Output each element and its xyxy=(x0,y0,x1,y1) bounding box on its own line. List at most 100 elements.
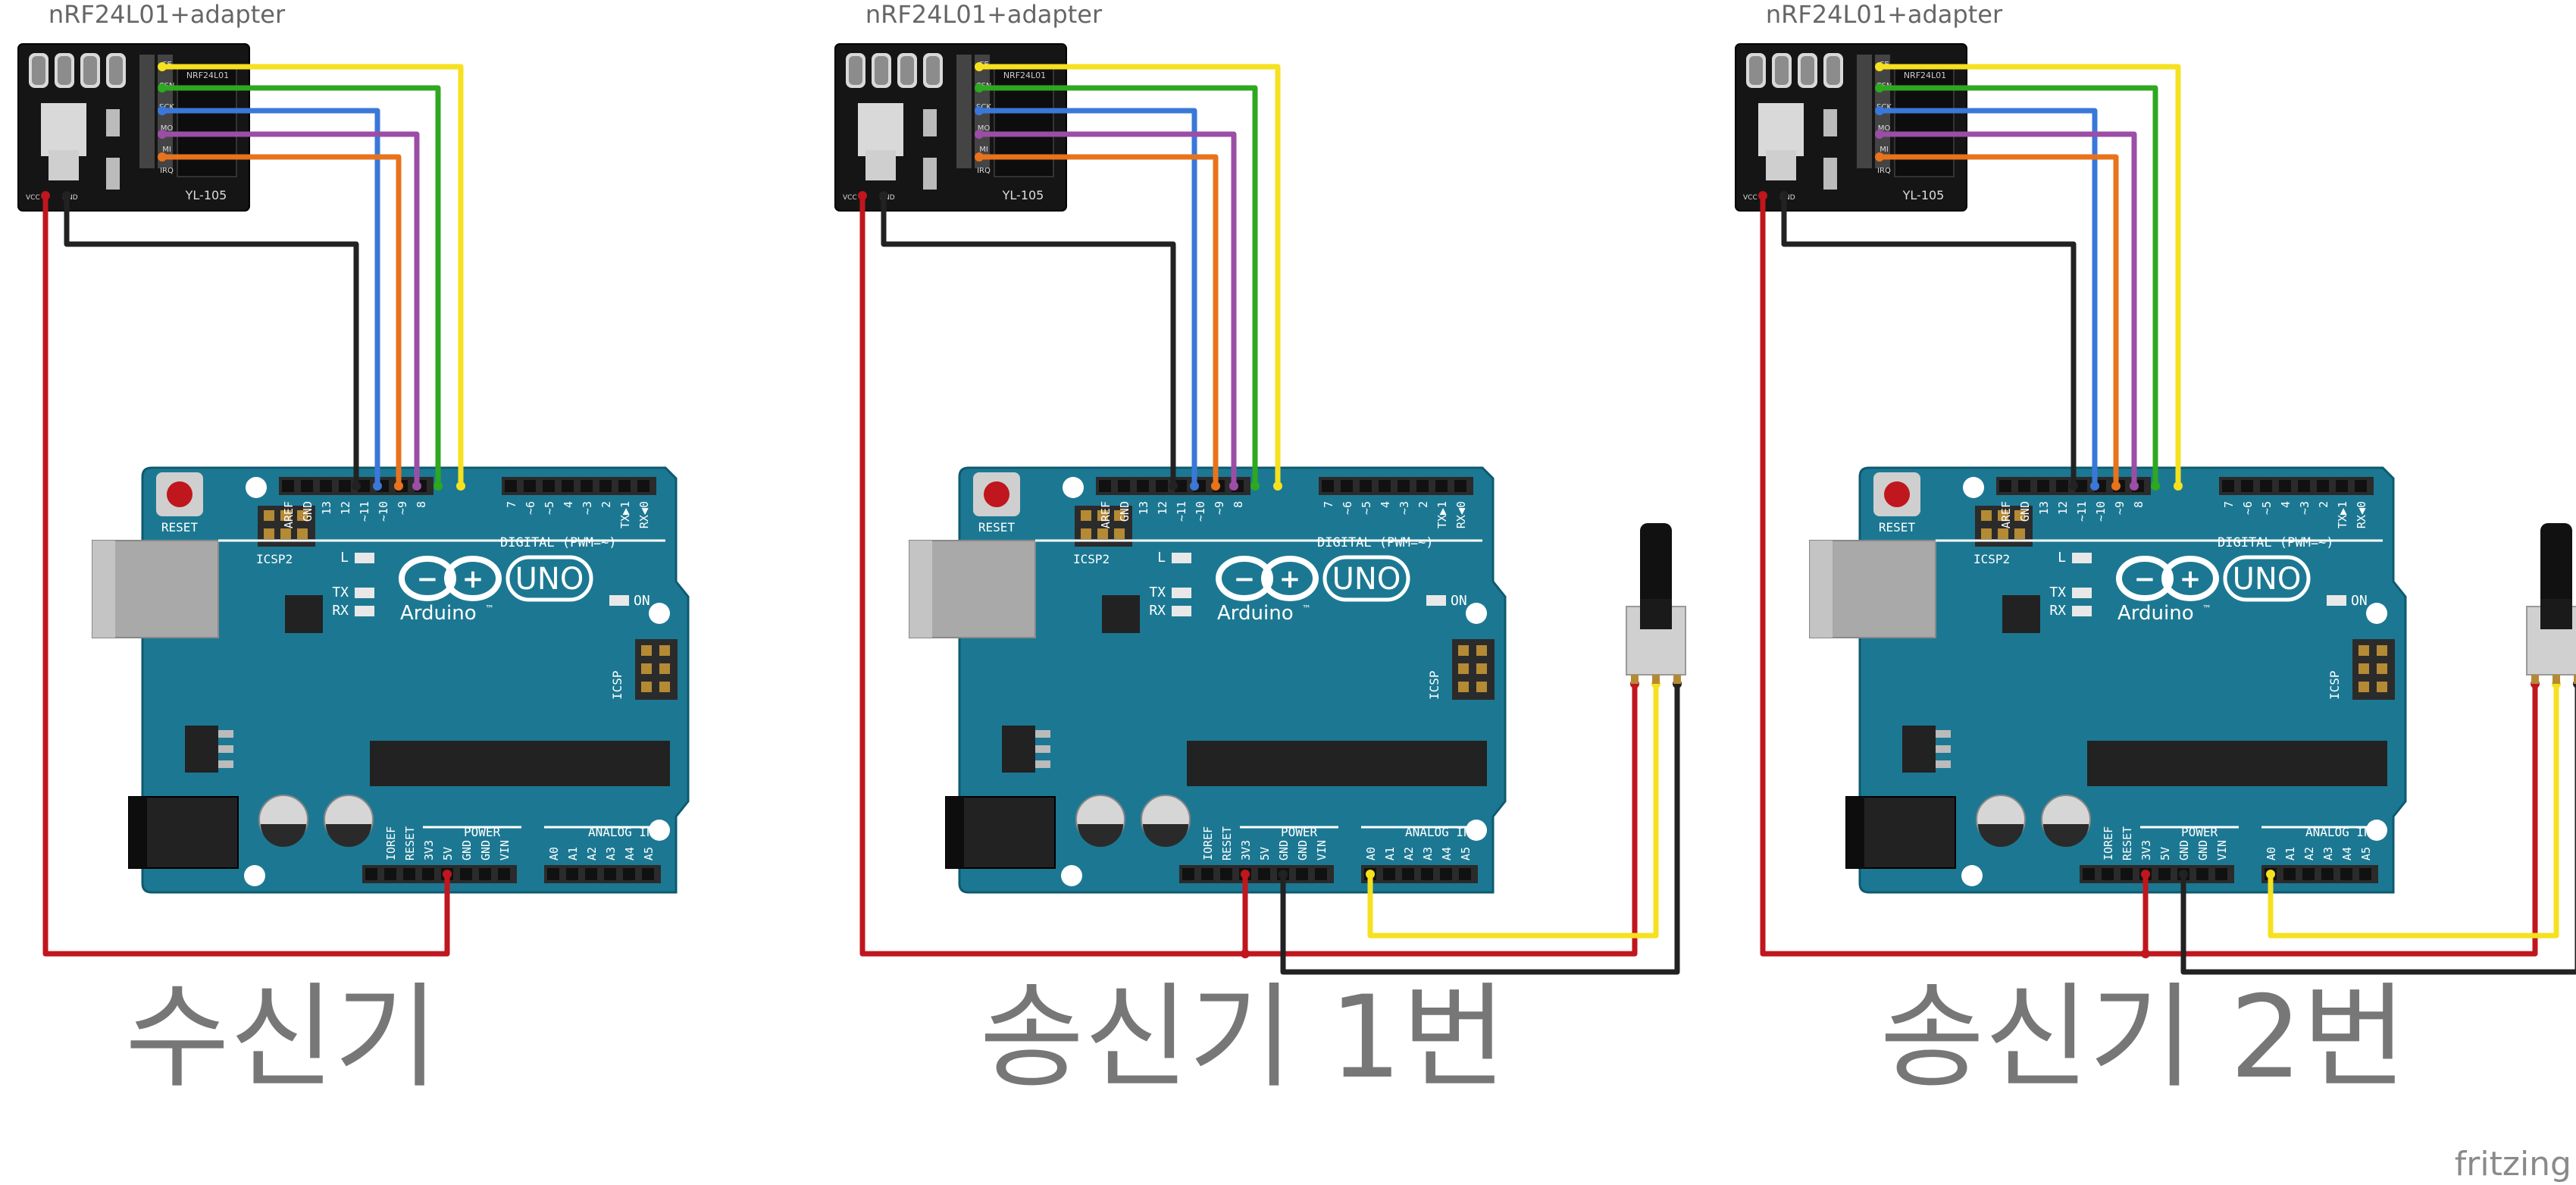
adapter-bottom-pin-label: VCC xyxy=(1743,194,1758,202)
capacitor-band xyxy=(326,824,371,847)
led-led_rx xyxy=(1172,606,1191,616)
wire-pot-gnd xyxy=(2180,682,2576,975)
arduino-logo-left xyxy=(2116,556,2174,601)
mounting-hole xyxy=(246,477,267,498)
digital-pin-socket xyxy=(1322,480,1334,492)
wire-mosi-end xyxy=(158,130,167,139)
adapter-model: YL-105 xyxy=(1002,188,1044,202)
wire-pot-vcc-end xyxy=(1241,949,1250,958)
wire-pot-gnd-end xyxy=(1279,870,1288,879)
icsp-pin xyxy=(1476,663,1487,674)
digital-pin-label: ~9 xyxy=(2113,501,2127,515)
wire-ce-end xyxy=(1875,62,1884,71)
wire-vcc-end xyxy=(2141,870,2150,879)
wires xyxy=(41,62,465,957)
digital-pin-label: ~3 xyxy=(1398,501,1411,515)
digital-pin-label: 7 xyxy=(2222,501,2236,508)
analog-pin-label: A2 xyxy=(1402,847,1416,861)
digital-pin-label: 8 xyxy=(2132,501,2146,508)
digital-pin-socket xyxy=(599,480,612,492)
analog-pin-label: A0 xyxy=(547,847,561,861)
power-pin-label: GND xyxy=(479,840,493,861)
reset-button-cap xyxy=(984,481,1009,507)
power-pin-socket xyxy=(460,868,472,880)
wire-mosi xyxy=(159,131,420,489)
digital-pin-socket xyxy=(1435,480,1448,492)
reset-label: RESET xyxy=(978,520,1016,535)
icsp2-pin xyxy=(280,528,291,539)
icsp2-label: ICSP2 xyxy=(256,552,293,566)
capacitor-band xyxy=(1978,824,2024,847)
icsp-pin xyxy=(641,663,652,674)
analog-label: ANALOG IN xyxy=(2305,825,2371,839)
digital-label: DIGITAL (PWM=~) xyxy=(1317,535,1434,550)
module-2: nRF24L01+adapterYL-105NRF24L01CECSNSCKMO… xyxy=(834,0,1686,1104)
minus-icon: − xyxy=(417,564,439,594)
digital-pin-label: 2 xyxy=(2317,501,2330,508)
icsp2-pin xyxy=(1097,528,1108,539)
digital-pin-label: GND xyxy=(1118,501,1131,522)
led-on xyxy=(2327,595,2346,606)
arduino-logo-left xyxy=(1216,556,1273,601)
adapter-label: nRF24L01+adapter xyxy=(1766,0,2003,29)
mounting-hole xyxy=(1963,477,1984,498)
digital-pin-socket xyxy=(1379,480,1391,492)
adapter-label: nRF24L01+adapter xyxy=(865,0,1103,29)
digital-pin-label: ~10 xyxy=(377,501,390,522)
modules-layer: nRF24L01+adapterYL-105NRF24L01CECSNSCKMO… xyxy=(17,0,2576,1104)
digital-pin-label: 4 xyxy=(562,501,575,508)
wires xyxy=(1758,62,2576,975)
adapter-pin-label: IRQ xyxy=(977,167,991,175)
led-label: L xyxy=(1157,550,1166,566)
regulator-pin xyxy=(218,760,233,768)
wire-miso-end xyxy=(1211,481,1220,491)
adapter-bottom-pin-label: VCC xyxy=(26,194,40,202)
capacitor-band xyxy=(2043,824,2089,847)
wire-miso-end xyxy=(975,152,984,161)
analog-header xyxy=(1361,865,1478,883)
wire-gnd-adapter xyxy=(64,193,359,489)
digital-pin-label: 12 xyxy=(339,501,352,515)
adapter-chip: NRF24L01 xyxy=(186,71,229,80)
plus-icon: + xyxy=(2180,564,2202,594)
power-pin-socket xyxy=(2158,868,2171,880)
digital-pin-socket xyxy=(2336,480,2348,492)
led-on xyxy=(609,595,629,606)
power-pin-socket xyxy=(2196,868,2208,880)
analog-pin-socket xyxy=(2359,868,2371,880)
analog-label: ANALOG IN xyxy=(588,825,654,839)
analog-pin-socket xyxy=(547,868,559,880)
wire-csn-end xyxy=(434,481,443,491)
digital-pin-label: 7 xyxy=(505,501,518,508)
led-on xyxy=(1426,595,1446,606)
wire-miso-end xyxy=(1875,152,1884,161)
power-label: POWER xyxy=(2181,825,2218,839)
digital-pin-socket xyxy=(505,480,517,492)
icsp-pin xyxy=(2358,645,2369,656)
wire-vcc-end xyxy=(1241,870,1250,879)
wire-ce xyxy=(1876,64,2181,489)
wire-gnd-adapter-end xyxy=(1779,191,1789,200)
wire-mosi-end xyxy=(412,481,421,491)
digital-pin-label: ~11 xyxy=(358,501,371,522)
dc-jack-edge xyxy=(129,797,147,868)
led-led_l xyxy=(355,553,374,563)
reset-label: RESET xyxy=(1879,520,1916,535)
atmega-chip xyxy=(370,741,670,786)
digital-pin-label: RX◀0 xyxy=(637,501,651,528)
digital-pin-socket xyxy=(1175,480,1187,492)
icsp-pin xyxy=(659,663,670,674)
wire-pot-vcc xyxy=(2142,681,2538,957)
wire-mosi-end xyxy=(1229,481,1238,491)
digital-pin-socket xyxy=(282,480,294,492)
power-pin-label: 5V xyxy=(2158,847,2172,861)
wire-mosi-end xyxy=(975,130,984,139)
adapter-bottom-pin-label: VCC xyxy=(843,194,857,202)
adapter-pin-label: MO xyxy=(161,124,174,133)
icsp2-pin xyxy=(297,510,308,521)
on-label: ON xyxy=(2351,593,2368,609)
wire-vcc xyxy=(1760,193,2149,957)
adapter-model: YL-105 xyxy=(1902,188,1945,202)
regulator-pin xyxy=(1936,745,1951,753)
pot-pin xyxy=(1631,675,1639,684)
